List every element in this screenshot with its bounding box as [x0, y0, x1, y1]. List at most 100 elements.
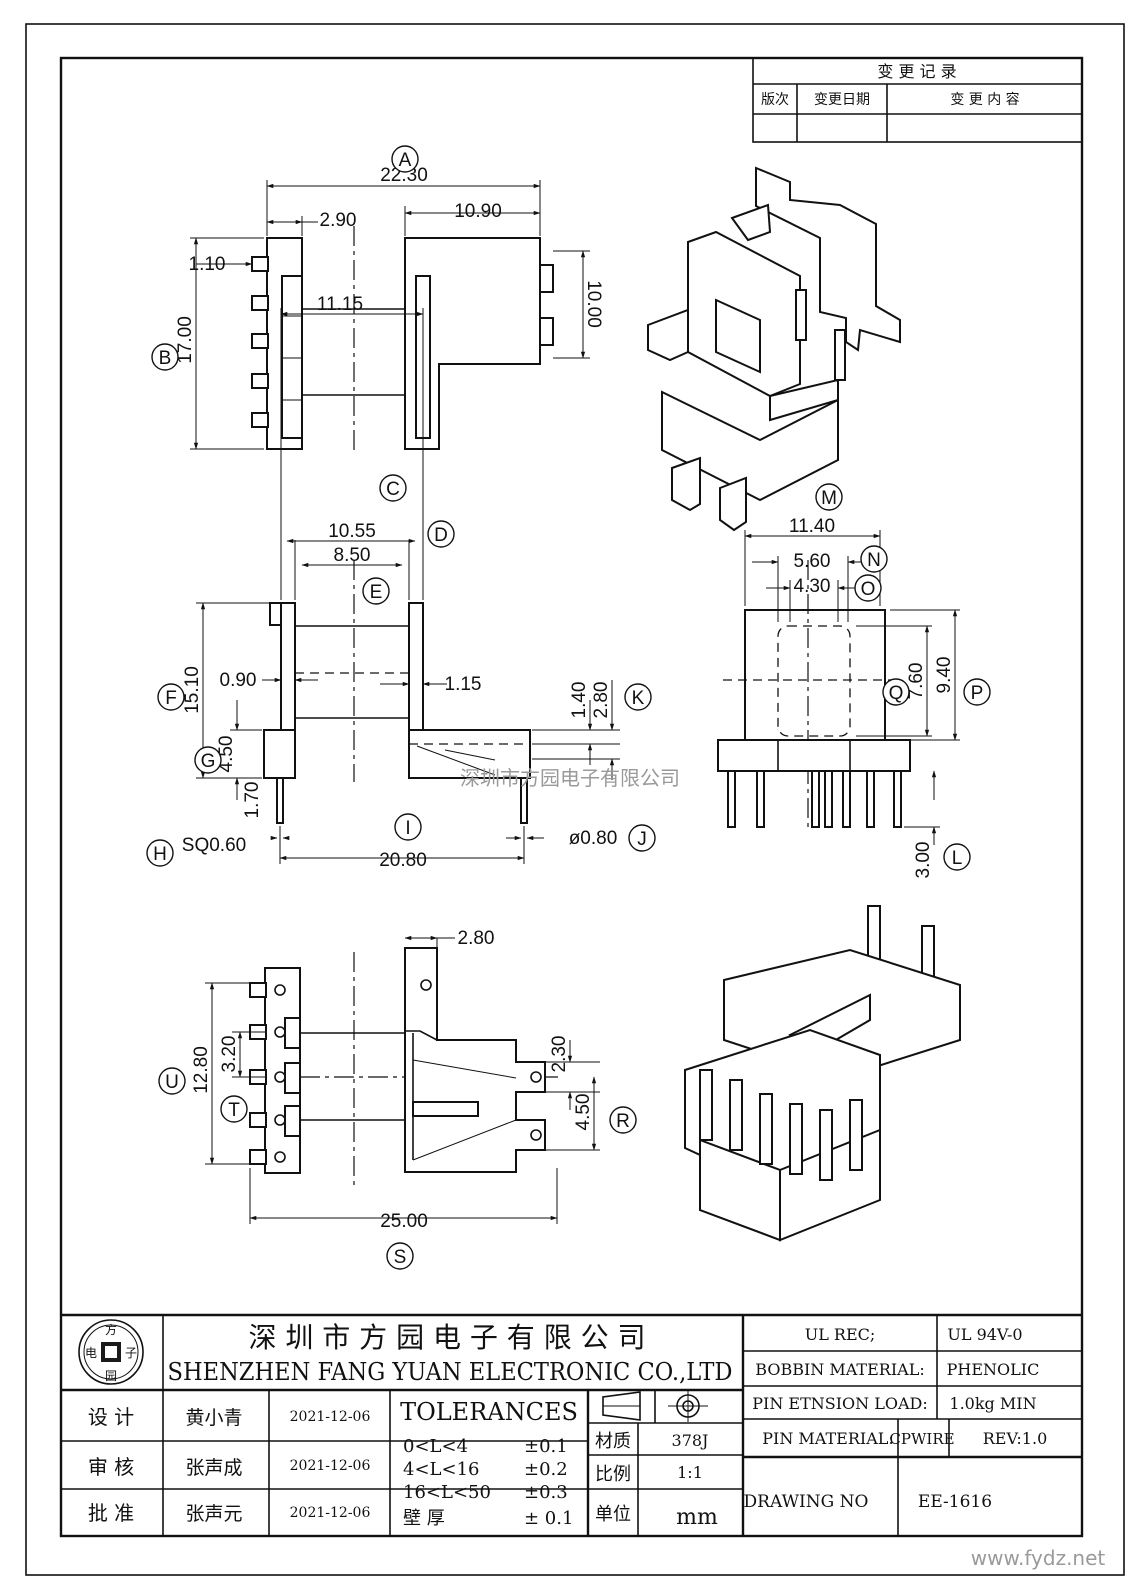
design-label: 设 计 — [88, 1405, 134, 1429]
dim-11-15: 11.15 — [317, 294, 363, 315]
svg-text:G: G — [201, 751, 216, 772]
svg-text:O: O — [861, 579, 876, 600]
svg-text:K: K — [632, 688, 645, 709]
pin-material-label: PIN MATERIAL: — [762, 1429, 894, 1448]
callout-m: M — [815, 483, 843, 511]
dim-0-90: 0.90 — [220, 670, 257, 691]
svg-text:B: B — [159, 348, 172, 369]
svg-text:S: S — [394, 1247, 407, 1268]
ul-rec-label: UL REC; — [805, 1325, 876, 1344]
callout-c: C — [379, 474, 407, 502]
dim-10-00: 10.00 — [583, 280, 604, 328]
callout-r: R — [609, 1106, 637, 1134]
tol-range-2: 4<L<16 — [403, 1459, 479, 1480]
callout-k: K — [624, 683, 652, 711]
dim-8-50: 8.50 — [334, 545, 371, 566]
dim-10-55: 10.55 — [328, 521, 376, 542]
svg-text:F: F — [165, 688, 177, 709]
approve-name: 张声元 — [185, 1503, 242, 1525]
svg-text:R: R — [616, 1111, 630, 1132]
outer-border — [25, 23, 1125, 1576]
revision-table: 变 更 记 录 版次 变更日期 变 更 内 容 — [752, 57, 1083, 143]
svg-text:D: D — [434, 525, 448, 546]
callout-t: T — [220, 1095, 248, 1123]
svg-text:方: 方 — [105, 1322, 117, 1337]
revision-value: REV:1.0 — [983, 1429, 1048, 1448]
scale-label: 比例 — [595, 1464, 631, 1485]
tol-value-2: ±0.2 — [524, 1459, 568, 1480]
svg-text:子: 子 — [125, 1346, 137, 1360]
bobbin-material-label: BOBBIN MATERIAL: — [755, 1360, 924, 1379]
dim-11-40: 11.40 — [789, 516, 835, 537]
callout-d: D — [427, 520, 455, 548]
svg-text:N: N — [867, 550, 881, 571]
dim-1-10: 1.10 — [189, 254, 226, 275]
svg-text:E: E — [370, 582, 383, 603]
top-view: 22.30 2.90 10.90 1.10 17.00 10.00 — [175, 165, 604, 452]
svg-text:C: C — [386, 479, 400, 500]
svg-text:L: L — [952, 848, 963, 869]
dim-22-30: 22.30 — [380, 165, 428, 186]
callout-e: E — [362, 577, 390, 605]
tol-range-1: 0<L<4 — [403, 1436, 468, 1457]
dim-2-30: 2.30 — [549, 1036, 570, 1073]
ul-rec-value: UL 94V-0 — [947, 1325, 1022, 1344]
inner-border — [59, 56, 1084, 1538]
svg-text:P: P — [971, 683, 984, 704]
unit-label: 单位 — [595, 1504, 631, 1525]
pin-load-label: PIN ETNSION LOAD: — [752, 1394, 928, 1413]
pin-load-value: 1.0kg MIN — [949, 1394, 1036, 1413]
material-label: 材质 — [595, 1431, 631, 1452]
front-view: 11.15 10.55 8.50 15.10 0.90 1.15 4.50 1.… — [182, 294, 620, 871]
design-date: 2021-12-06 — [290, 1409, 371, 1425]
tol-value-4: ± 0.1 — [524, 1508, 573, 1529]
dim-10-90: 10.90 — [454, 201, 502, 222]
dim-4-30: 4.30 — [794, 576, 831, 597]
approve-label: 批 准 — [88, 1501, 134, 1525]
callout-g: G — [194, 746, 222, 774]
dim-3-00: 3.00 — [913, 842, 934, 879]
company-logo: 方 电 子 园 — [78, 1319, 144, 1385]
projection-symbol-icon — [602, 1390, 708, 1422]
svg-text:J: J — [637, 829, 647, 850]
callout-o: O — [854, 574, 882, 602]
svg-text:电: 电 — [85, 1346, 97, 1360]
callout-j: J — [628, 824, 656, 852]
callout-l: L — [943, 843, 971, 871]
callout-u: U — [158, 1067, 186, 1095]
tol-value-1: ±0.1 — [524, 1436, 568, 1457]
bobbin-material-value: PHENOLIC — [947, 1360, 1040, 1379]
dim-1-70: 1.70 — [242, 782, 263, 819]
svg-text:A: A — [399, 150, 412, 171]
pin-material-value: CPWIRE — [889, 1430, 954, 1448]
dim-4-50-bottom: 4.50 — [573, 1094, 594, 1131]
svg-text:H: H — [153, 844, 167, 865]
dim-5-60: 5.60 — [794, 551, 831, 572]
svg-text:I: I — [405, 818, 410, 839]
dim-sq0-60: SQ0.60 — [182, 835, 246, 856]
callout-n: N — [860, 545, 888, 573]
tol-range-3: 16<L<50 — [403, 1482, 491, 1503]
dim-2-90: 2.90 — [320, 210, 357, 231]
tol-value-3: ±0.3 — [524, 1482, 568, 1503]
watermark-corner: www.fydz.net — [971, 1546, 1106, 1570]
revision-col-date: 变更日期 — [814, 92, 870, 108]
revision-col-content: 变 更 内 容 — [950, 91, 1019, 108]
svg-text:园: 园 — [105, 1369, 117, 1383]
svg-text:Q: Q — [889, 683, 904, 704]
dim-3-20: 3.20 — [219, 1036, 240, 1073]
design-name: 黄小青 — [185, 1407, 242, 1429]
isometric-view-bottom — [684, 905, 961, 1242]
dim-1-15: 1.15 — [445, 674, 482, 695]
callout-i: I — [394, 813, 422, 841]
company-name-cn: 深 圳 市 方 园 电 子 有 限 公 司 — [248, 1321, 645, 1354]
bottom-view: 2.80 12.80 3.20 2.30 4.50 25.00 — [191, 928, 600, 1232]
drawing-no-value: EE-1616 — [918, 1492, 992, 1512]
side-view: 11.40 5.60 4.30 7.60 9.40 3.00 — [717, 516, 960, 879]
scale-value: 1:1 — [677, 1463, 703, 1482]
callout-f: F — [157, 683, 185, 711]
dim-2-80-bottom: 2.80 — [458, 928, 495, 949]
svg-text:U: U — [165, 1072, 179, 1093]
dim-25-00: 25.00 — [380, 1211, 428, 1232]
